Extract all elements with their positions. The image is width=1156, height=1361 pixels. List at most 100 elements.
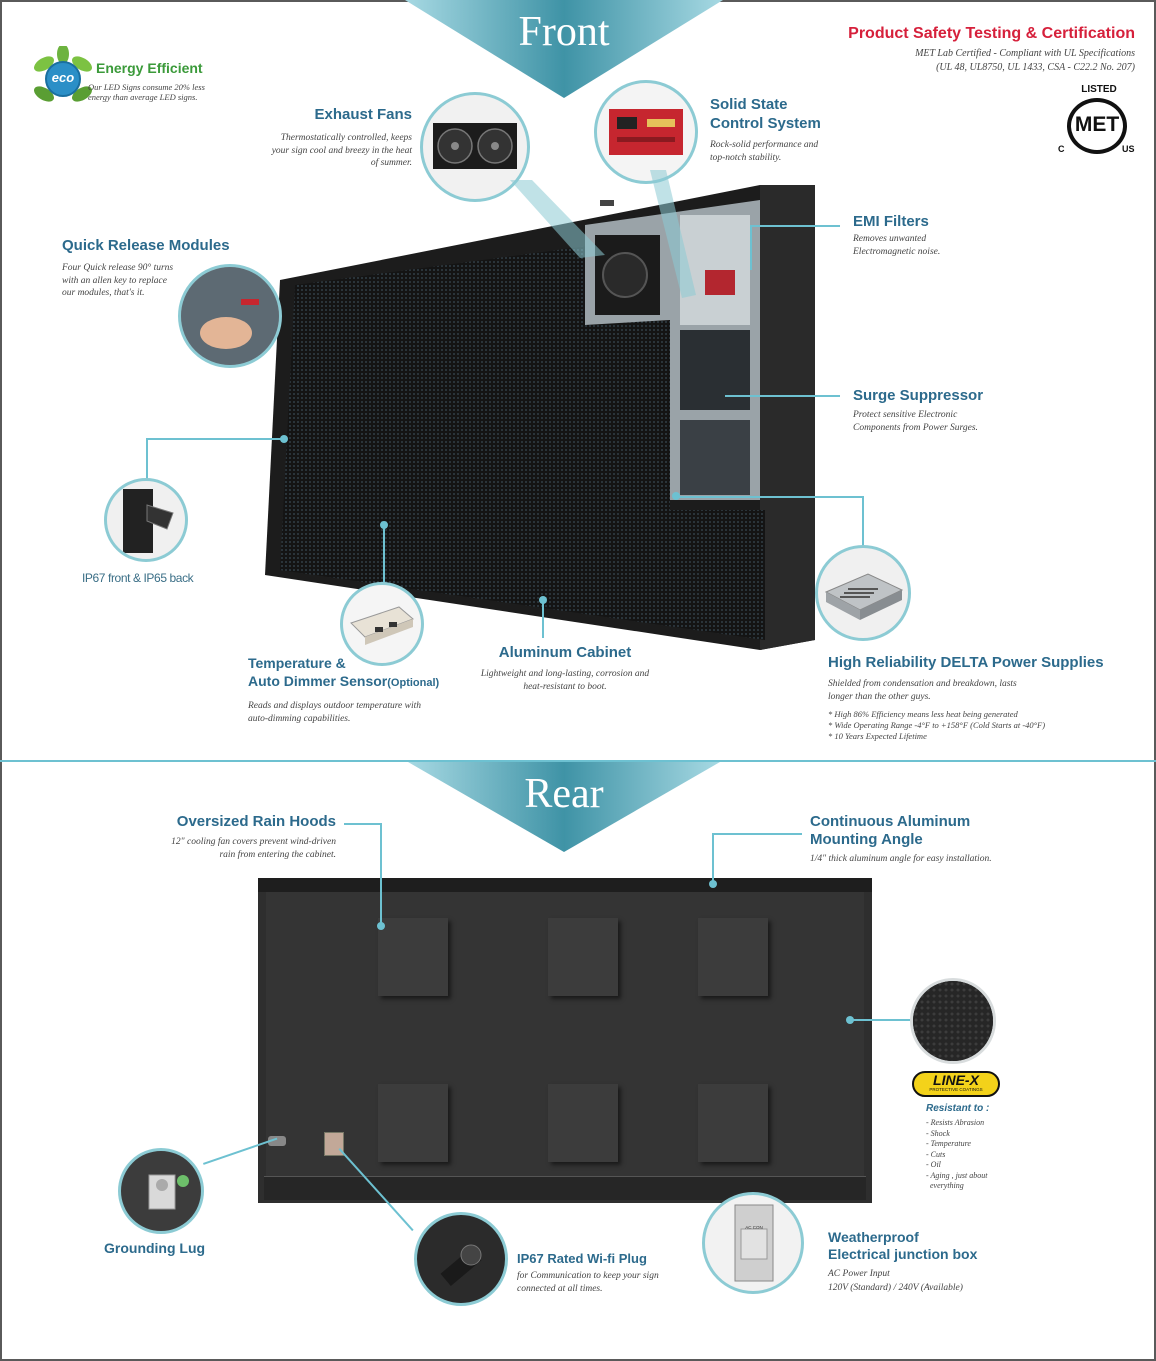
lug-icon bbox=[148, 1174, 189, 1210]
ip67-leader-v bbox=[146, 438, 148, 480]
linex-list-item: everything bbox=[930, 1181, 964, 1190]
surge-desc: Protect sensitive Electronic Components … bbox=[853, 410, 978, 433]
quick-release-title: Quick Release Modules bbox=[62, 237, 230, 254]
power-bullets: * High 86% Efficiency means less heat be… bbox=[828, 709, 1068, 742]
junction-box-icon bbox=[734, 1204, 774, 1282]
temperature-title-2: Auto Dimmer Sensor(Optional) bbox=[248, 673, 439, 689]
eco-title: Energy Efficient bbox=[96, 60, 203, 76]
surge-leader bbox=[725, 395, 840, 397]
aluminum-title: Aluminum Cabinet bbox=[498, 644, 632, 661]
power-bullet: * Wide Operating Range -4°F to +158°F (C… bbox=[828, 720, 1046, 730]
junction-title-1: Weatherproof bbox=[828, 1229, 919, 1245]
power-leader-v bbox=[862, 496, 864, 548]
fan-icon bbox=[433, 123, 517, 169]
eco-badge: eco bbox=[51, 70, 75, 85]
section-divider bbox=[0, 760, 1156, 762]
plug-icon bbox=[440, 1244, 482, 1286]
ip67-label: IP67 front & IP65 back bbox=[82, 571, 194, 585]
linex-logo-text: LINE-X bbox=[933, 1072, 979, 1088]
junction-title-2: Electrical junction box bbox=[828, 1246, 978, 1262]
rain-hoods-title: Oversized Rain Hoods bbox=[176, 813, 336, 830]
linex-list-item: - Resists Abrasion bbox=[926, 1118, 985, 1127]
emi-leader-v bbox=[750, 225, 752, 270]
rain-hood bbox=[378, 1084, 448, 1162]
mounting-angle-strip bbox=[258, 878, 872, 892]
power-image bbox=[815, 545, 911, 641]
met-logo-c: C bbox=[1058, 144, 1065, 154]
ip67-leader-h bbox=[146, 438, 284, 440]
junction-box-image: AC CON bbox=[702, 1192, 804, 1294]
surge-title: Surge Suppressor bbox=[853, 387, 984, 404]
rain-hoods-leader-v bbox=[380, 823, 382, 925]
emi-filters-title: EMI Filters bbox=[853, 213, 929, 230]
aluminum-leader bbox=[542, 600, 544, 638]
texture-swatch bbox=[913, 981, 993, 1061]
mounting-leader-v bbox=[712, 833, 714, 883]
solid-state-desc: Rock-solid performance and top-notch sta… bbox=[710, 140, 819, 163]
temperature-leader bbox=[383, 525, 385, 585]
wifi-plug-image bbox=[414, 1212, 508, 1306]
rain-hoods-dot bbox=[377, 922, 385, 930]
grounding-lug-image bbox=[118, 1148, 204, 1234]
met-logo: LISTED MET C US bbox=[1058, 84, 1140, 158]
ip67-image bbox=[104, 478, 188, 562]
linex-logo-sub: PROTECTIVE COATINGS bbox=[929, 1087, 983, 1092]
linex-list: - Resists Abrasion - Shock - Temperature… bbox=[926, 1118, 1006, 1192]
temperature-optional: (Optional) bbox=[387, 677, 440, 689]
met-logo-text: MET bbox=[1074, 113, 1120, 136]
mounting-leader-h bbox=[712, 833, 802, 835]
emi-leader-h bbox=[750, 225, 840, 227]
front-banner-label: Front bbox=[518, 9, 610, 55]
rain-hood bbox=[698, 918, 768, 996]
temperature-desc: Reads and displays outdoor temperature w… bbox=[248, 701, 422, 724]
met-logo-us: US bbox=[1122, 144, 1135, 154]
eco-section: eco Energy Efficient Our LED Signs consu… bbox=[32, 44, 232, 116]
rain-hoods-leader-h bbox=[344, 823, 382, 825]
emi-filters-desc: Removes unwanted Electromagnetic noise. bbox=[853, 234, 941, 257]
exhaust-fans-title: Exhaust Fans bbox=[314, 106, 412, 123]
certification-line2: (UL 48, UL8750, UL 1433, CSA - C22.2 No.… bbox=[936, 62, 1135, 73]
linex-resistant-title: Resistant to : bbox=[926, 1103, 990, 1114]
linex-list-item: - Cuts bbox=[926, 1149, 946, 1159]
temperature-image bbox=[340, 582, 424, 666]
linex-list-item: - Shock bbox=[926, 1128, 950, 1138]
solid-state-title-1: Solid State bbox=[710, 96, 788, 113]
rain-hoods-desc: 12" cooling fan covers prevent wind-driv… bbox=[171, 837, 336, 860]
exhaust-fans-leader bbox=[510, 180, 630, 260]
linex-list-item: - Oil bbox=[926, 1160, 941, 1169]
sensor-box-icon bbox=[350, 606, 414, 645]
power-leader-h bbox=[676, 496, 864, 498]
connector-icon bbox=[123, 489, 174, 553]
rear-banner-label: Rear bbox=[524, 771, 604, 817]
solid-state-title-2: Control System bbox=[710, 115, 821, 132]
linex-logo: LINE-X PROTECTIVE COATINGS bbox=[912, 1071, 1000, 1097]
power-desc: Shielded from condensation and breakdown… bbox=[828, 679, 1017, 702]
hand-module-icon bbox=[181, 267, 279, 365]
wifi-title: IP67 Rated Wi-fi Plug bbox=[517, 1251, 647, 1266]
mounting-dot bbox=[709, 880, 717, 888]
rain-hood bbox=[548, 918, 618, 996]
linex-texture-image bbox=[910, 978, 996, 1064]
rain-hood bbox=[698, 1084, 768, 1162]
power-supply-icon bbox=[824, 573, 904, 620]
power-bullet: * High 86% Efficiency means less heat be… bbox=[828, 709, 1018, 719]
junction-box-label: AC CON bbox=[745, 1225, 763, 1230]
power-title: High Reliability DELTA Power Supplies bbox=[828, 654, 1104, 671]
rain-hood bbox=[548, 1084, 618, 1162]
junction-desc-1: AC Power Input bbox=[828, 1269, 890, 1279]
certification-title: Product Safety Testing & Certification bbox=[848, 25, 1135, 42]
eco-desc: Our LED Signs consume 20% less energy th… bbox=[88, 82, 205, 102]
ip67-dot bbox=[280, 435, 288, 443]
quick-release-image bbox=[178, 264, 282, 368]
mounting-desc: 1/4" thick aluminum angle for easy insta… bbox=[810, 854, 992, 864]
linex-leader bbox=[850, 1019, 912, 1021]
exhaust-fans-desc: Thermostatically controlled, keeps your … bbox=[271, 133, 412, 168]
temperature-title-2-text: Auto Dimmer Sensor bbox=[248, 673, 388, 689]
solid-state-leader bbox=[640, 170, 700, 300]
power-bullet: * 10 Years Expected Lifetime bbox=[828, 731, 927, 741]
junction-desc-2: 120V (Standard) / 240V (Available) bbox=[828, 1283, 963, 1293]
linex-list-item: - Aging , just about bbox=[926, 1170, 988, 1180]
rear-banner: Rear bbox=[408, 762, 720, 852]
eco-leaf-icon: eco bbox=[32, 44, 94, 110]
wifi-desc: for Communication to keep your sign conn… bbox=[517, 1271, 659, 1294]
